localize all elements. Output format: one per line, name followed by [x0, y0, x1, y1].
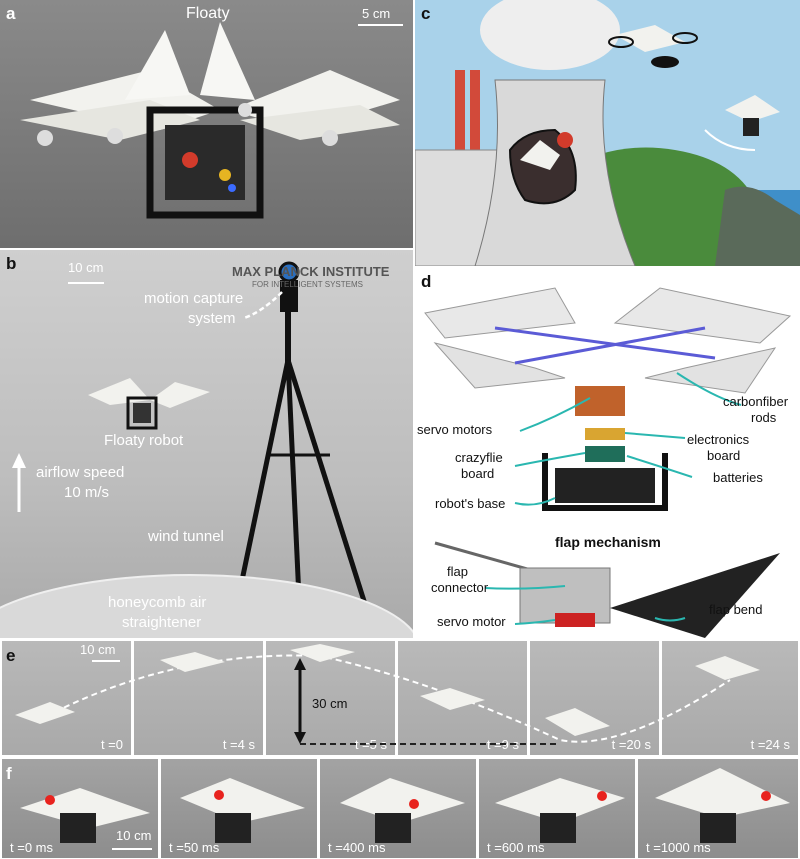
- robot-base-label: robot's base: [435, 496, 506, 511]
- servo-motors-label: servo motors: [417, 422, 493, 437]
- time-label: t =0: [100, 737, 123, 752]
- honeycomb-label-line2: straightener: [122, 614, 202, 631]
- flap-sequence-overlay: [20, 768, 790, 843]
- height-label: 30 cm: [312, 696, 348, 711]
- carbonfiber-label: carbonfiber: [723, 394, 789, 409]
- motion-capture-label: motion capture: [144, 290, 244, 307]
- scale-label: 10 cm: [116, 828, 152, 843]
- panel-b-label: b: [6, 254, 17, 273]
- panel-f: t =0 ms t =50 ms t =400 ms t =600 ms t =…: [0, 758, 800, 859]
- time-label: t =20 s: [611, 737, 651, 752]
- time-label: t =600 ms: [487, 840, 545, 855]
- scale-label: 10 cm: [80, 642, 116, 657]
- flap-bend-label: flap bend: [709, 602, 763, 617]
- sequence-frame: t =20 s: [530, 641, 659, 755]
- electronics-board-label: electronics: [687, 432, 750, 447]
- time-label: t =4 s: [222, 737, 255, 752]
- scale-bar: [68, 282, 104, 284]
- flap-connector-label-line2: connector: [431, 580, 489, 595]
- panel-a: a Floaty 5 cm: [0, 0, 413, 248]
- panel-d-label: d: [421, 272, 432, 291]
- time-label: t =400 ms: [328, 840, 386, 855]
- crazyflie-label-line2: board: [461, 466, 495, 481]
- institute-name: MAX PLANCK INSTITUTE: [232, 264, 390, 279]
- panel-b: b 10 cm MAX PLANCK INSTITUTE FOR INTELLI…: [0, 250, 413, 638]
- wind-tunnel-photo: [0, 261, 413, 638]
- panel-f-label: f: [6, 764, 12, 783]
- wind-tunnel-label: wind tunnel: [148, 528, 224, 545]
- panel-e-label: e: [6, 646, 16, 665]
- application-illustration: [415, 0, 800, 266]
- time-label: t =0 ms: [10, 840, 53, 855]
- time-label: t =1000 ms: [646, 840, 711, 855]
- panel-d: d carbonfiber rods servo motors electron…: [415, 268, 800, 638]
- trajectory-overlay: [15, 644, 760, 745]
- panel-c: c: [415, 0, 800, 266]
- crazyflie-label: crazyflie: [455, 450, 503, 465]
- institute-subtitle: FOR INTELLIGENT SYSTEMS: [252, 280, 363, 289]
- electronics-board-label-line2: board: [707, 448, 741, 463]
- scale-bar: [112, 848, 152, 850]
- honeycomb-label: honeycomb air: [108, 594, 207, 611]
- flap-mechanism-title: flap mechanism: [555, 534, 661, 550]
- airflow-speed-value: 10 m/s: [64, 484, 110, 501]
- floaty-robot-label: Floaty robot: [104, 432, 184, 449]
- scale-label: 5 cm: [362, 6, 391, 21]
- time-label: t =50 ms: [169, 840, 220, 855]
- scale-label: 10 cm: [68, 260, 104, 275]
- time-label: t =24 s: [750, 737, 790, 752]
- scale-bar: [92, 660, 120, 662]
- exploded-robot-diagram: [424, 287, 792, 638]
- batteries-label: batteries: [713, 470, 763, 485]
- sequence-frame: t =5 s: [266, 641, 395, 755]
- carbonfiber-label-line2: rods: [751, 410, 777, 425]
- floaty-robot-photo: [20, 22, 400, 219]
- scale-bar: [358, 24, 403, 26]
- flap-connector-label: flap: [447, 564, 468, 579]
- panel-c-label: c: [421, 4, 431, 23]
- panel-e: t =0 t =4 s t =5 s t =9 s t =20 s t =24 …: [0, 640, 800, 756]
- panel-a-label: a: [6, 4, 16, 23]
- servo-motor-label: servo motor: [437, 614, 506, 629]
- airflow-label: airflow speed: [36, 464, 125, 481]
- panel-a-title: Floaty: [186, 5, 230, 22]
- motion-capture-label-line2: system: [188, 310, 236, 327]
